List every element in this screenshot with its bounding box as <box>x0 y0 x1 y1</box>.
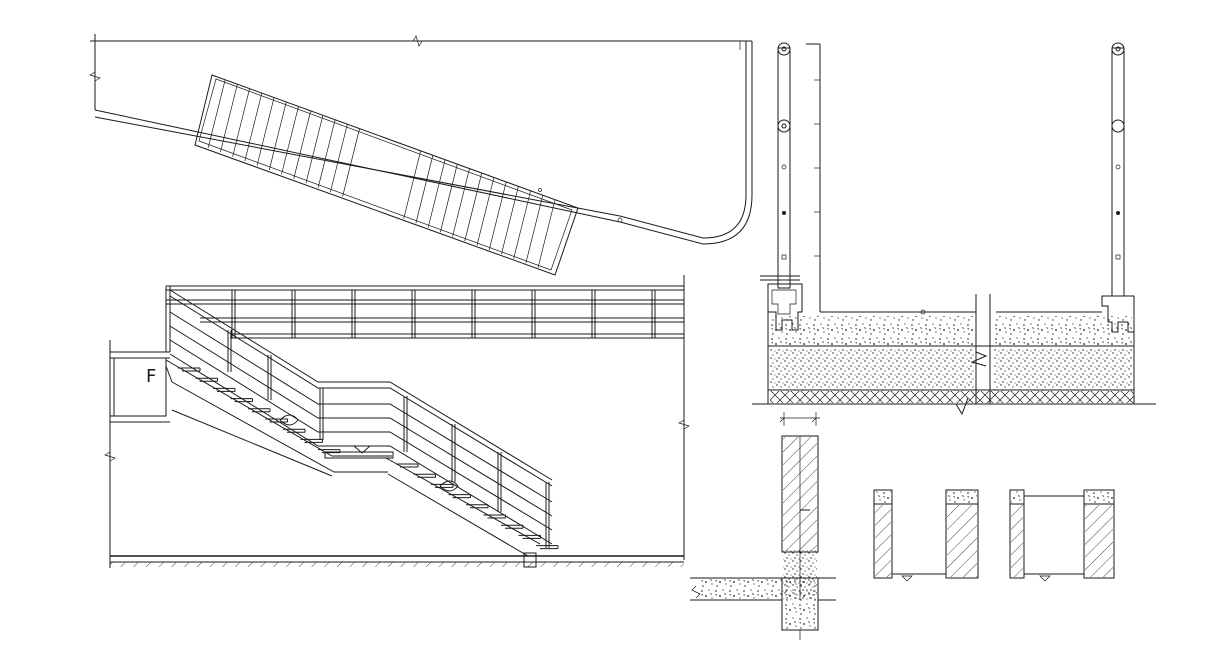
wall-slab-junction-view <box>690 412 836 640</box>
channel-details-view <box>873 489 1115 582</box>
stair-plan-view <box>89 34 753 276</box>
stair-section-view: F <box>104 275 690 568</box>
svg-text:F: F <box>146 366 156 387</box>
railing-base-detail-view <box>752 42 1156 416</box>
